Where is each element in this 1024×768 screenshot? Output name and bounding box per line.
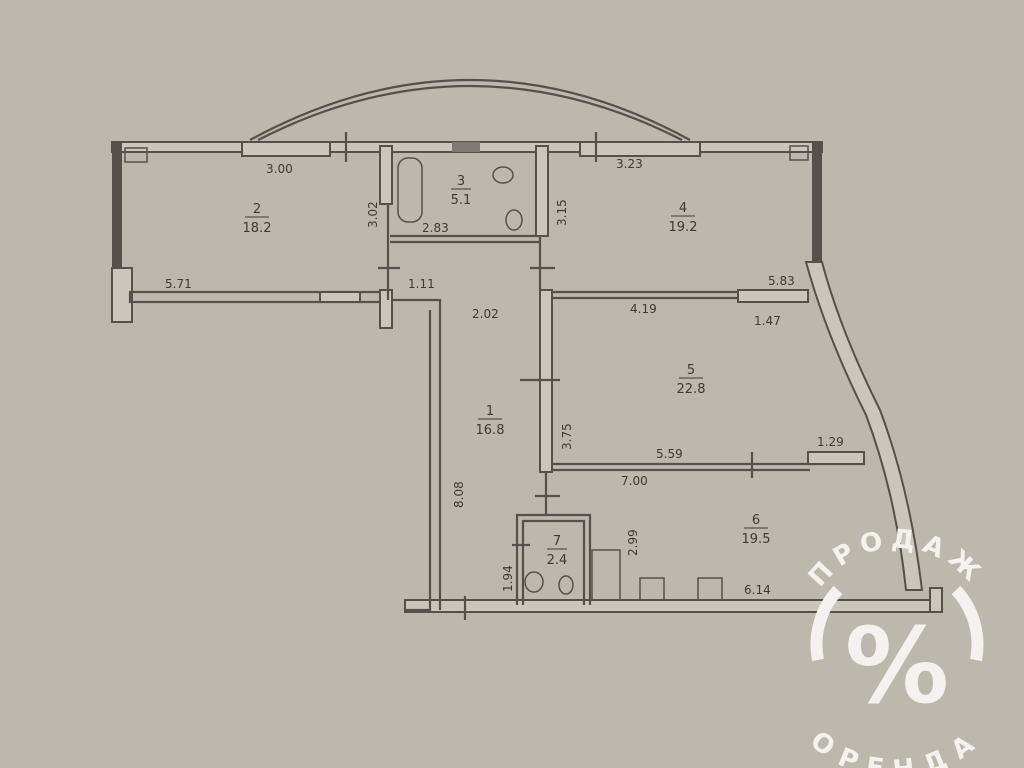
- dimension: 1.47: [754, 314, 781, 328]
- dimension: 3.75: [560, 423, 574, 450]
- room-number: 2: [253, 202, 261, 217]
- room-number: 3: [457, 174, 465, 189]
- dimension: 3.23: [616, 157, 643, 171]
- toilet-icon: [492, 166, 514, 184]
- stove-icon: [697, 577, 723, 601]
- room-area: 18.2: [243, 221, 272, 236]
- dimension: 2.99: [626, 529, 640, 556]
- interior-walls: [344, 132, 865, 620]
- room-area: 19.5: [742, 532, 771, 547]
- balcony-arc: [249, 78, 691, 141]
- boiler-icon: [591, 549, 621, 601]
- dimension: 8.08: [452, 481, 466, 508]
- dimension: 5.83: [768, 274, 795, 288]
- toilet-icon: [524, 571, 544, 593]
- dimension: 3.00: [266, 162, 293, 176]
- dimension: 5.59: [656, 447, 683, 461]
- room-number: 1: [486, 404, 494, 419]
- exterior-walls: [111, 141, 943, 613]
- dimension: 2.83: [422, 221, 449, 235]
- room-area: 16.8: [476, 423, 505, 438]
- sink-icon: [505, 209, 523, 231]
- watermark-percent-symbol: %: [845, 605, 949, 727]
- dimension: 1.11: [408, 277, 435, 291]
- bathtub-icon: [397, 157, 423, 223]
- dimension: 3.15: [555, 199, 569, 226]
- dimension: 3.02: [366, 201, 380, 228]
- dimension: 4.19: [630, 302, 657, 316]
- room-area: 22.8: [677, 382, 706, 397]
- room-area: 19.2: [669, 220, 698, 235]
- sink-icon: [639, 577, 665, 601]
- dimension: 7.00: [621, 474, 648, 488]
- dimension: 6.14: [744, 583, 771, 597]
- room-area: 5.1: [451, 193, 472, 208]
- dimension-labels: 3.00 3.02 2.83 3.15 3.23 5.71 1.11 2.02 …: [165, 157, 844, 597]
- room-number: 7: [553, 534, 561, 549]
- dimension: 2.02: [472, 307, 499, 321]
- room-number: 4: [679, 201, 687, 216]
- dimension: 1.29: [817, 435, 844, 449]
- room-number: 6: [752, 513, 760, 528]
- room-labels: 1 16.8 2 18.2 3 5.1 4 19.2 5 22.8 6 19.5…: [243, 174, 771, 568]
- dimension: 1.94: [501, 565, 515, 592]
- dimension: 5.71: [165, 277, 192, 291]
- room-number: 5: [687, 363, 695, 378]
- fixtures: [124, 145, 809, 601]
- room-area: 2.4: [547, 553, 568, 568]
